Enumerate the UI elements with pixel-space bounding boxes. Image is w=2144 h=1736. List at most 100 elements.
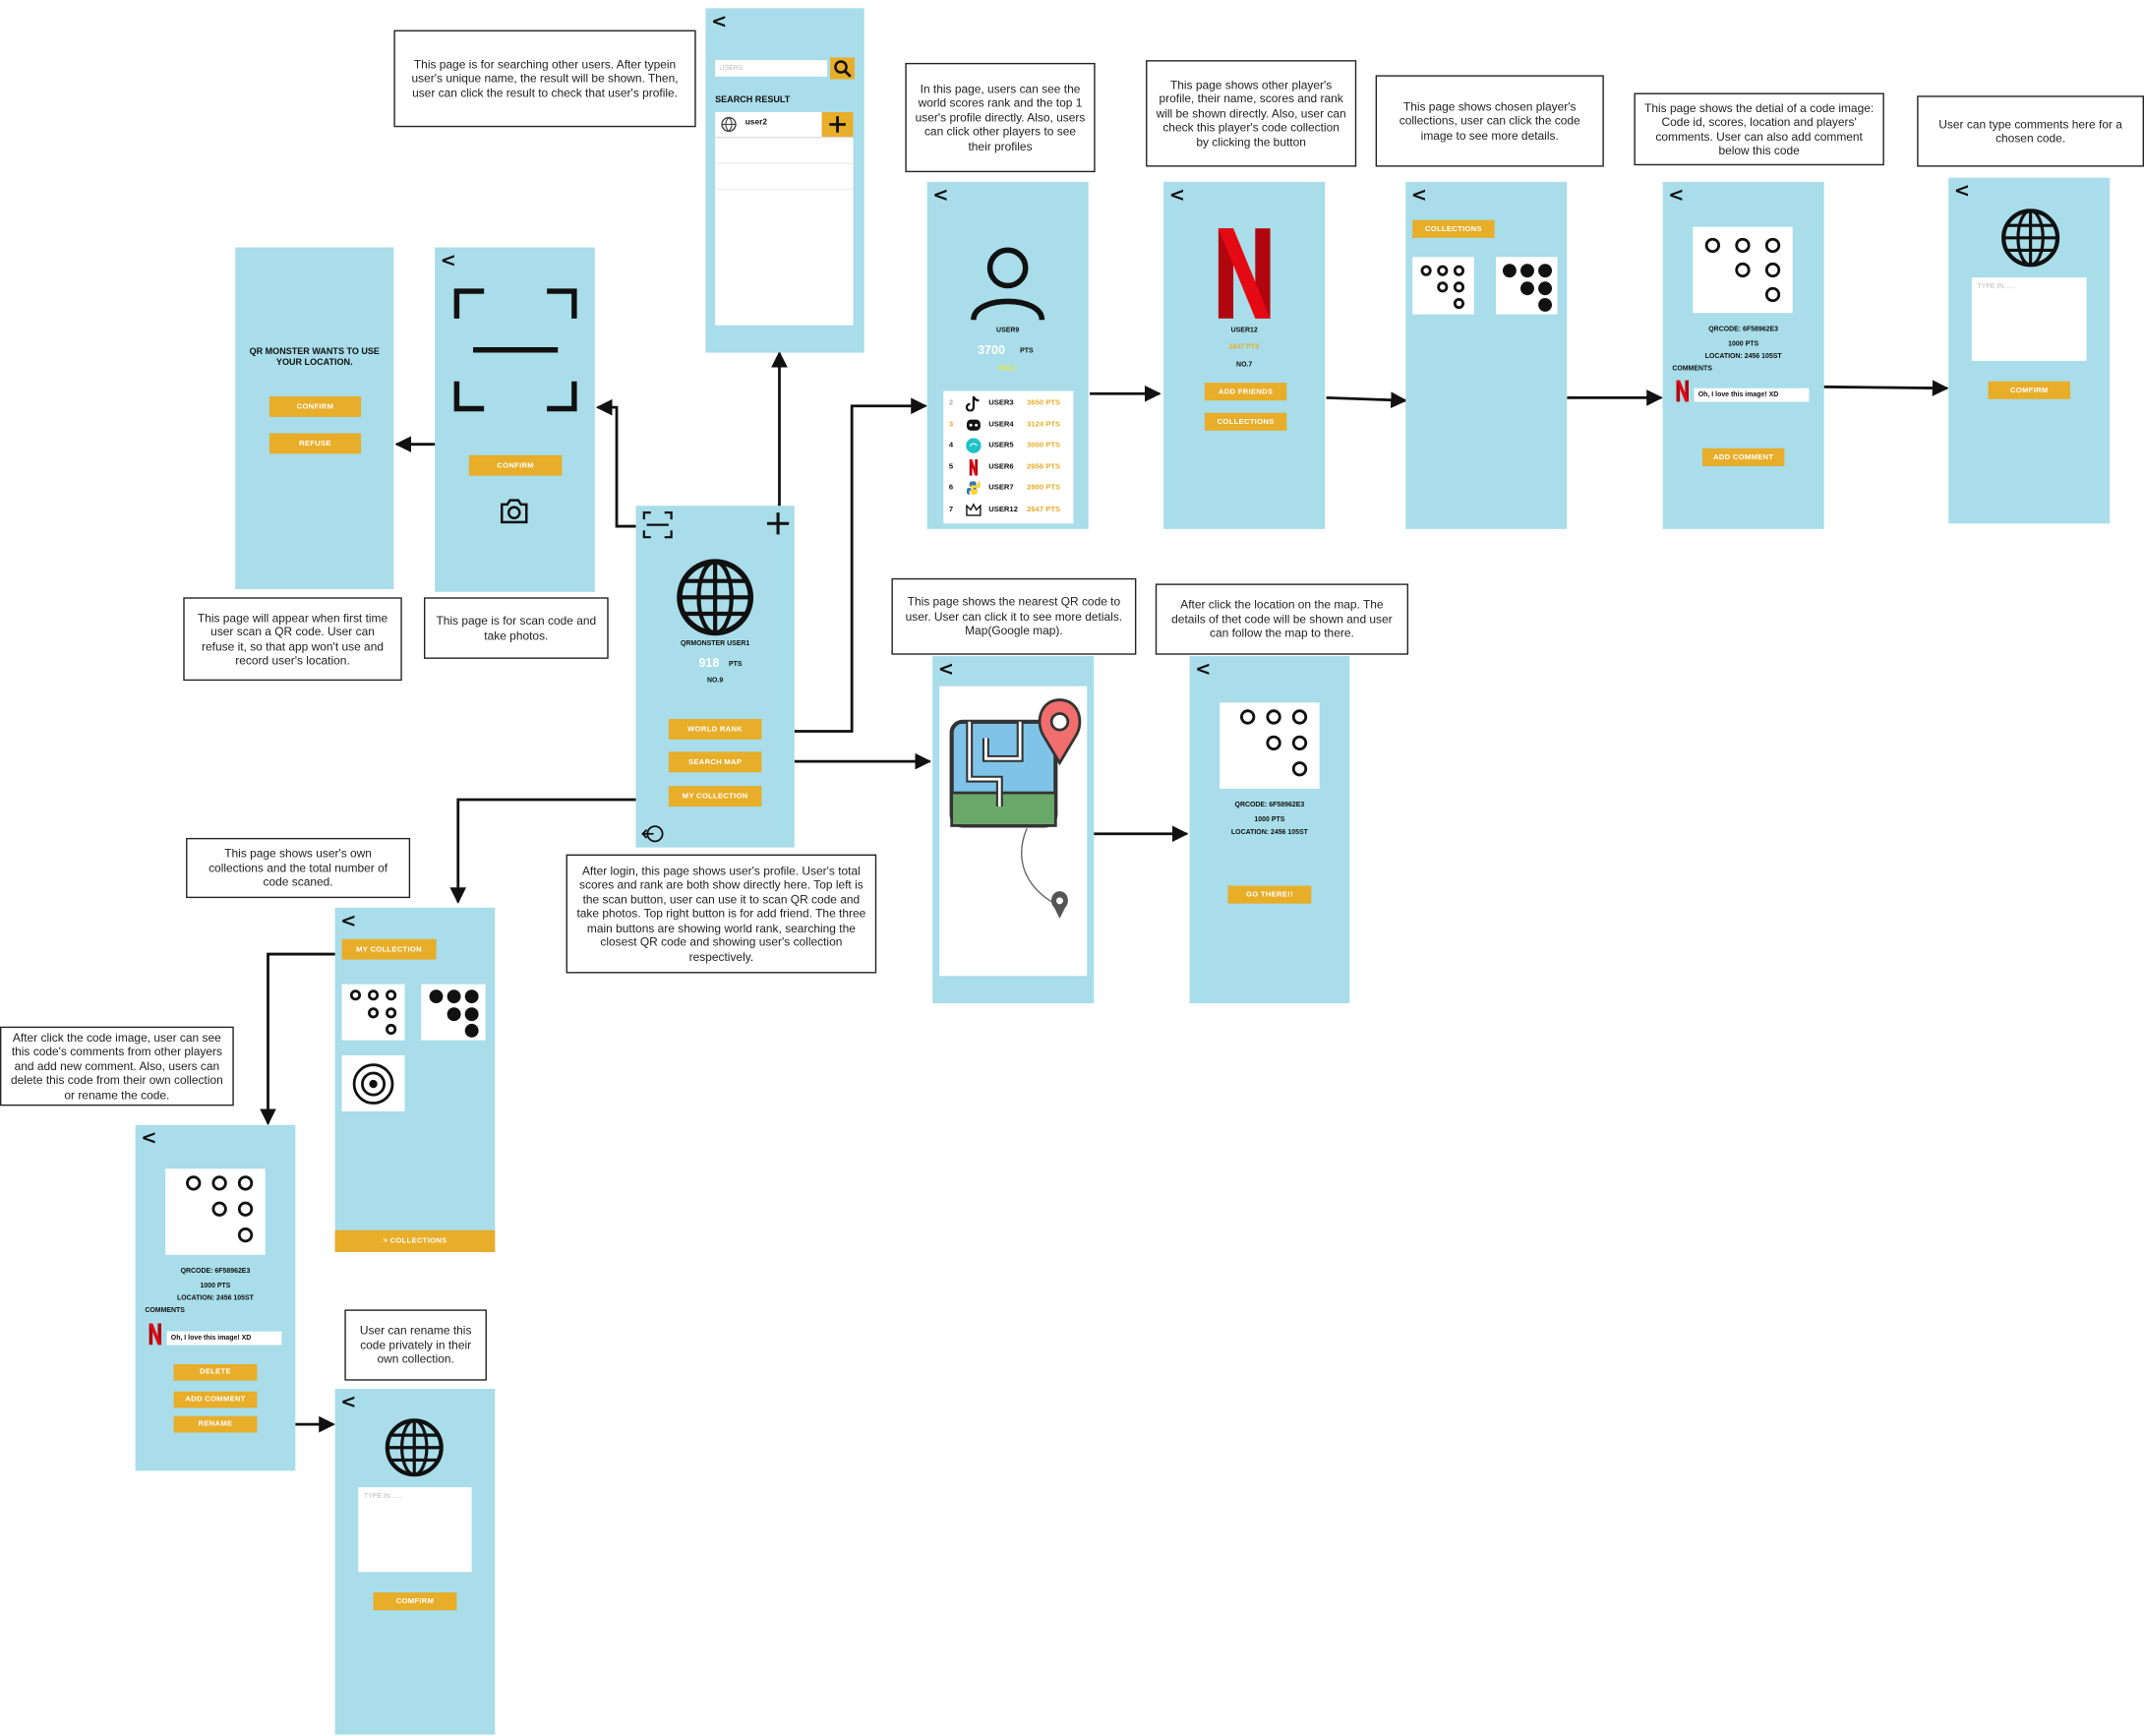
back-icon[interactable]: < <box>710 11 728 33</box>
rank-points: 2800 PTS <box>1027 483 1061 493</box>
rank-number: 2 <box>948 398 954 408</box>
screen-player-collections: < COLLECTIONS <box>1405 181 1568 529</box>
back-icon[interactable]: < <box>1410 184 1428 207</box>
back-icon[interactable]: < <box>932 184 949 207</box>
arrow-profile-to-scan <box>595 398 637 528</box>
crown-icon <box>966 502 982 515</box>
back-icon[interactable]: < <box>1168 184 1186 207</box>
my-collection-button[interactable]: MY COLLECTION <box>668 786 762 807</box>
search-input[interactable]: USERS <box>715 60 828 77</box>
note-rename: User can rename this code privately in t… <box>344 1309 487 1381</box>
player-rank: NO.7 <box>1236 360 1253 370</box>
search-result-empty-row <box>715 164 854 191</box>
location-refuse-button[interactable]: REFUSE <box>268 433 362 454</box>
top-user-rank: NO.1 <box>998 365 1017 374</box>
collections-footer-button[interactable]: > COLLECTIONS <box>334 1229 496 1253</box>
comment-text: Oh, I love this image! XD <box>166 1331 282 1346</box>
screen-code-detail: < QRCODE: 6F58962E3 1000 PTS LOCATION: 2… <box>1662 181 1824 529</box>
arrow-detail-to-comment <box>1823 380 1949 396</box>
note-world-rank: In this page, users can see the world sc… <box>905 62 1096 173</box>
code-location: LOCATION: 2456 105ST <box>177 1294 254 1303</box>
canva-icon <box>966 438 982 453</box>
back-icon[interactable]: < <box>1195 658 1212 682</box>
back-icon[interactable]: < <box>1668 184 1685 207</box>
rank-number: 4 <box>948 441 954 450</box>
back-icon[interactable]: < <box>141 1127 157 1150</box>
add-friend-icon[interactable] <box>766 511 791 536</box>
rank-username: USER6 <box>988 462 1014 471</box>
comment-confirm-button[interactable]: COMFIRM <box>1988 381 2070 399</box>
collections-header: COLLECTIONS <box>1412 219 1495 238</box>
search-result-list: user2 <box>715 111 854 326</box>
code-pts: 1000 PTS <box>200 1282 231 1290</box>
globe-icon <box>721 116 737 133</box>
search-result-title: SEARCH RESULT <box>715 95 791 106</box>
comment-input[interactable]: TYPE IN...... <box>1971 277 2087 361</box>
note-other-player: This page shows other player's profile, … <box>1146 60 1357 167</box>
screen-search: < USERS SEARCH RESULT user2 <box>705 8 864 353</box>
screen-other-player: < USER12 2647 PTS NO.7 ADD FRIENDS COLLE… <box>1163 181 1326 529</box>
add-comment-button[interactable]: ADD COMMENT <box>173 1391 258 1408</box>
back-icon[interactable]: < <box>440 250 456 272</box>
add-friend-icon[interactable] <box>821 111 854 137</box>
screen-my-collection: < MY COLLECTION > COLLECTIONS <box>334 907 496 1253</box>
map-illustration <box>949 698 1082 919</box>
search-map-button[interactable]: SEARCH MAP <box>668 751 762 773</box>
comment-text: Oh, I love this image! XD <box>1694 388 1810 402</box>
note-type-comment: User can type comments here for a chosen… <box>1917 95 2144 167</box>
back-icon[interactable]: < <box>340 910 357 932</box>
code-image-thumb[interactable] <box>341 984 405 1041</box>
rank-points: 3650 PTS <box>1027 398 1061 408</box>
note-search: This page is for searching other users. … <box>393 30 696 128</box>
map-view[interactable] <box>939 686 1088 977</box>
code-location: LOCATION: 2456 105ST <box>1704 352 1782 361</box>
rename-confirm-button[interactable]: COMFIRM <box>373 1592 457 1611</box>
scan-confirm-button[interactable]: CONFIRM <box>468 454 563 476</box>
world-rank-button[interactable]: WORLD RANK <box>668 719 762 740</box>
code-image-thumb[interactable] <box>1495 257 1558 315</box>
rename-input[interactable]: TYPE IN...... <box>358 1487 472 1573</box>
search-icon[interactable] <box>829 57 855 80</box>
logout-icon[interactable] <box>641 824 666 843</box>
location-confirm-button[interactable]: CONFIRM <box>268 396 362 417</box>
rank-points: 2956 PTS <box>1027 462 1061 471</box>
rank-number: 7 <box>948 505 954 513</box>
delete-button[interactable]: DELETE <box>173 1363 258 1381</box>
rank-number: 3 <box>948 420 954 429</box>
globe-avatar-icon <box>677 559 754 636</box>
rank-username: USER12 <box>988 505 1018 513</box>
add-friends-button[interactable]: ADD FRIENDS <box>1204 383 1287 401</box>
code-image-thumb[interactable] <box>341 1054 405 1111</box>
rank-username: USER7 <box>988 483 1014 493</box>
code-image <box>1693 226 1793 314</box>
back-icon[interactable]: < <box>1953 180 1971 203</box>
back-icon[interactable]: < <box>340 1391 357 1414</box>
code-image <box>1220 702 1320 789</box>
screen-location-permission: QR MONSTER WANTS TO USE YOUR LOCATION. C… <box>235 247 394 589</box>
netflix-icon <box>1676 380 1690 402</box>
collections-button[interactable]: COLLECTIONS <box>1204 412 1287 431</box>
screen-map: < <box>932 656 1095 1004</box>
code-image-thumb[interactable] <box>1412 257 1474 315</box>
note-map-detail: After click the location on the map. The… <box>1155 583 1409 655</box>
search-result-empty-row <box>715 138 854 164</box>
code-id: QRCODE: 6F58962E3 <box>180 1267 251 1276</box>
note-player-collections: This page shows chosen player's collecti… <box>1375 75 1604 167</box>
back-icon[interactable]: < <box>937 658 955 682</box>
rename-button[interactable]: RENAME <box>173 1415 258 1433</box>
go-there-button[interactable]: GO THERE!! <box>1227 885 1312 904</box>
code-id: QRCODE: 6F58962E3 <box>1234 801 1305 809</box>
add-comment-button[interactable]: ADD COMMENT <box>1701 448 1785 466</box>
search-result-item[interactable]: user2 <box>715 111 854 139</box>
note-location: This page will appear when first time us… <box>183 597 402 682</box>
code-image-thumb[interactable] <box>421 984 486 1041</box>
scan-button-icon[interactable] <box>642 511 673 539</box>
camera-icon[interactable] <box>499 498 529 525</box>
